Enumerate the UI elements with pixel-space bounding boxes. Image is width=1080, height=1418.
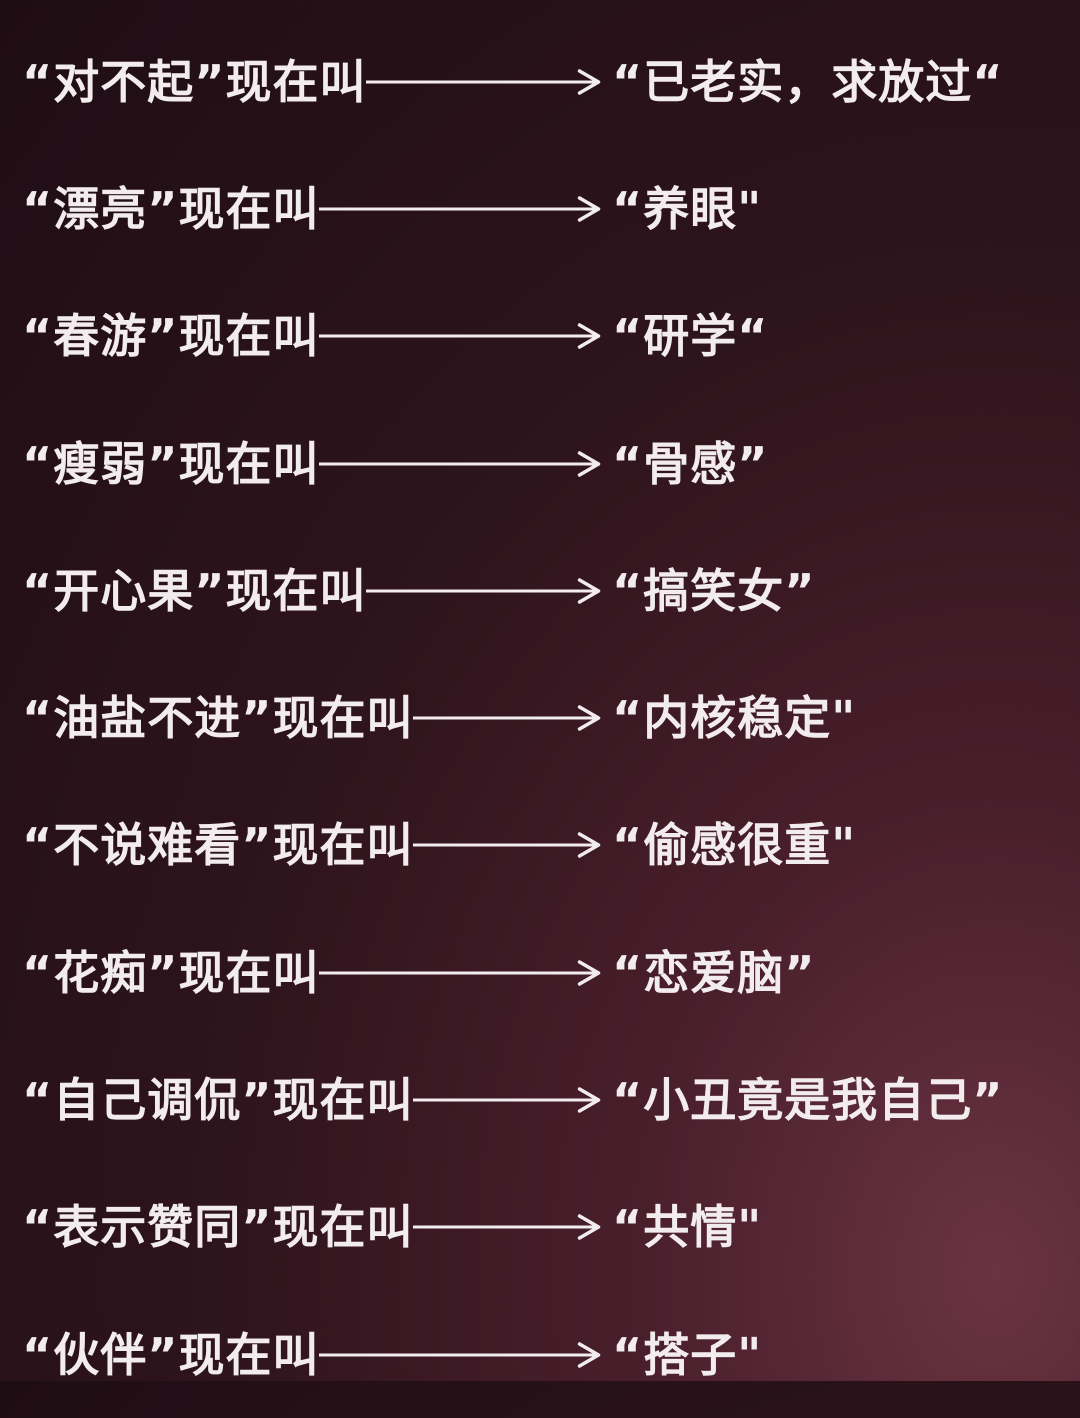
old-phrase: “瘦弱” <box>22 436 179 491</box>
old-phrase: “春游” <box>22 309 179 364</box>
now-called-label: 现在叫 <box>225 54 367 109</box>
new-phrase: “内核稳定" <box>612 691 857 746</box>
arrow-graphic <box>319 959 601 986</box>
arrow-graphic <box>366 68 601 95</box>
arrow-head <box>578 959 601 986</box>
old-phrase: “漂亮” <box>22 181 179 236</box>
old-phrase: “对不起” <box>22 54 226 109</box>
now-called-label: 现在叫 <box>178 945 320 1000</box>
old-phrase: “开心果” <box>22 563 226 618</box>
right-arrow-icon <box>413 822 602 868</box>
new-phrase: “搞笑女” <box>612 563 816 618</box>
now-called-label: 现在叫 <box>178 1327 320 1382</box>
arrow-graphic <box>366 578 601 604</box>
arrow-graphic <box>319 323 601 349</box>
right-arrow-icon <box>319 1332 602 1378</box>
arrow-head <box>578 832 601 859</box>
new-phrase: “恋爱脑” <box>612 945 816 1000</box>
phrase-row: “瘦弱” 现在叫 “骨感” <box>22 400 1072 527</box>
arrow-graphic <box>319 450 601 477</box>
arrow-graphic <box>413 1087 601 1113</box>
arrow-head <box>578 1341 601 1368</box>
now-called-label: 现在叫 <box>272 1200 414 1255</box>
right-arrow-icon <box>319 441 602 487</box>
arrow-head <box>578 705 601 731</box>
new-phrase: “骨感” <box>612 436 769 491</box>
arrow-head <box>578 578 601 604</box>
now-called-label: 现在叫 <box>178 181 320 236</box>
right-arrow-icon <box>319 186 602 232</box>
new-phrase: “共情" <box>612 1200 763 1255</box>
old-phrase: “不说难看” <box>22 818 273 873</box>
arrow-head <box>578 323 601 349</box>
phrase-row: “不说难看” 现在叫 “偷感很重" <box>22 782 1072 909</box>
arrow-graphic <box>319 196 601 222</box>
arrow-head <box>578 196 601 222</box>
phrase-row: “开心果” 现在叫 “搞笑女” <box>22 527 1072 654</box>
now-called-label: 现在叫 <box>272 818 414 873</box>
right-arrow-icon <box>319 950 602 996</box>
phrase-row: “伙伴” 现在叫 “搭子" <box>22 1291 1072 1418</box>
new-phrase: “小丑竟是我自己” <box>612 1073 1004 1128</box>
right-arrow-icon <box>366 568 602 614</box>
phrase-row: “油盐不进” 现在叫 “内核稳定" <box>22 654 1072 781</box>
new-phrase: “研学“ <box>612 309 769 364</box>
arrow-graphic <box>413 832 601 859</box>
right-arrow-icon <box>413 1077 602 1123</box>
phrase-list: “对不起” 现在叫 “已老实，求放过“ “漂亮” 现在叫 “养眼" “春游” 现… <box>22 18 1072 1418</box>
right-arrow-icon <box>413 1204 602 1250</box>
old-phrase: “伙伴” <box>22 1327 179 1382</box>
now-called-label: 现在叫 <box>178 309 320 364</box>
now-called-label: 现在叫 <box>272 691 414 746</box>
old-phrase: “表示赞同” <box>22 1200 273 1255</box>
arrow-head <box>578 450 601 477</box>
new-phrase: “搭子" <box>612 1327 763 1382</box>
arrow-graphic <box>319 1341 601 1368</box>
phrase-row: “对不起” 现在叫 “已老实，求放过“ <box>22 18 1072 145</box>
new-phrase: “偷感很重" <box>612 818 857 873</box>
arrow-head <box>578 68 601 95</box>
phrase-row: “漂亮” 现在叫 “养眼" <box>22 145 1072 272</box>
arrow-head <box>578 1087 601 1113</box>
old-phrase: “花痴” <box>22 945 179 1000</box>
arrow-graphic <box>413 1214 601 1241</box>
phrase-row: “自己调侃” 现在叫 “小丑竟是我自己” <box>22 1036 1072 1163</box>
new-phrase: “已老实，求放过“ <box>612 54 1004 109</box>
right-arrow-icon <box>413 695 602 741</box>
now-called-label: 现在叫 <box>225 563 367 618</box>
new-phrase: “养眼" <box>612 181 763 236</box>
old-phrase: “油盐不进” <box>22 691 273 746</box>
arrow-graphic <box>413 705 601 731</box>
arrow-head <box>578 1214 601 1241</box>
phrase-row: “春游” 现在叫 “研学“ <box>22 273 1072 400</box>
now-called-label: 现在叫 <box>272 1073 414 1128</box>
now-called-label: 现在叫 <box>178 436 320 491</box>
phrase-row: “表示赞同” 现在叫 “共情" <box>22 1164 1072 1291</box>
old-phrase: “自己调侃” <box>22 1073 273 1128</box>
phrase-row: “花痴” 现在叫 “恋爱脑” <box>22 909 1072 1036</box>
right-arrow-icon <box>366 59 602 105</box>
right-arrow-icon <box>319 313 602 359</box>
